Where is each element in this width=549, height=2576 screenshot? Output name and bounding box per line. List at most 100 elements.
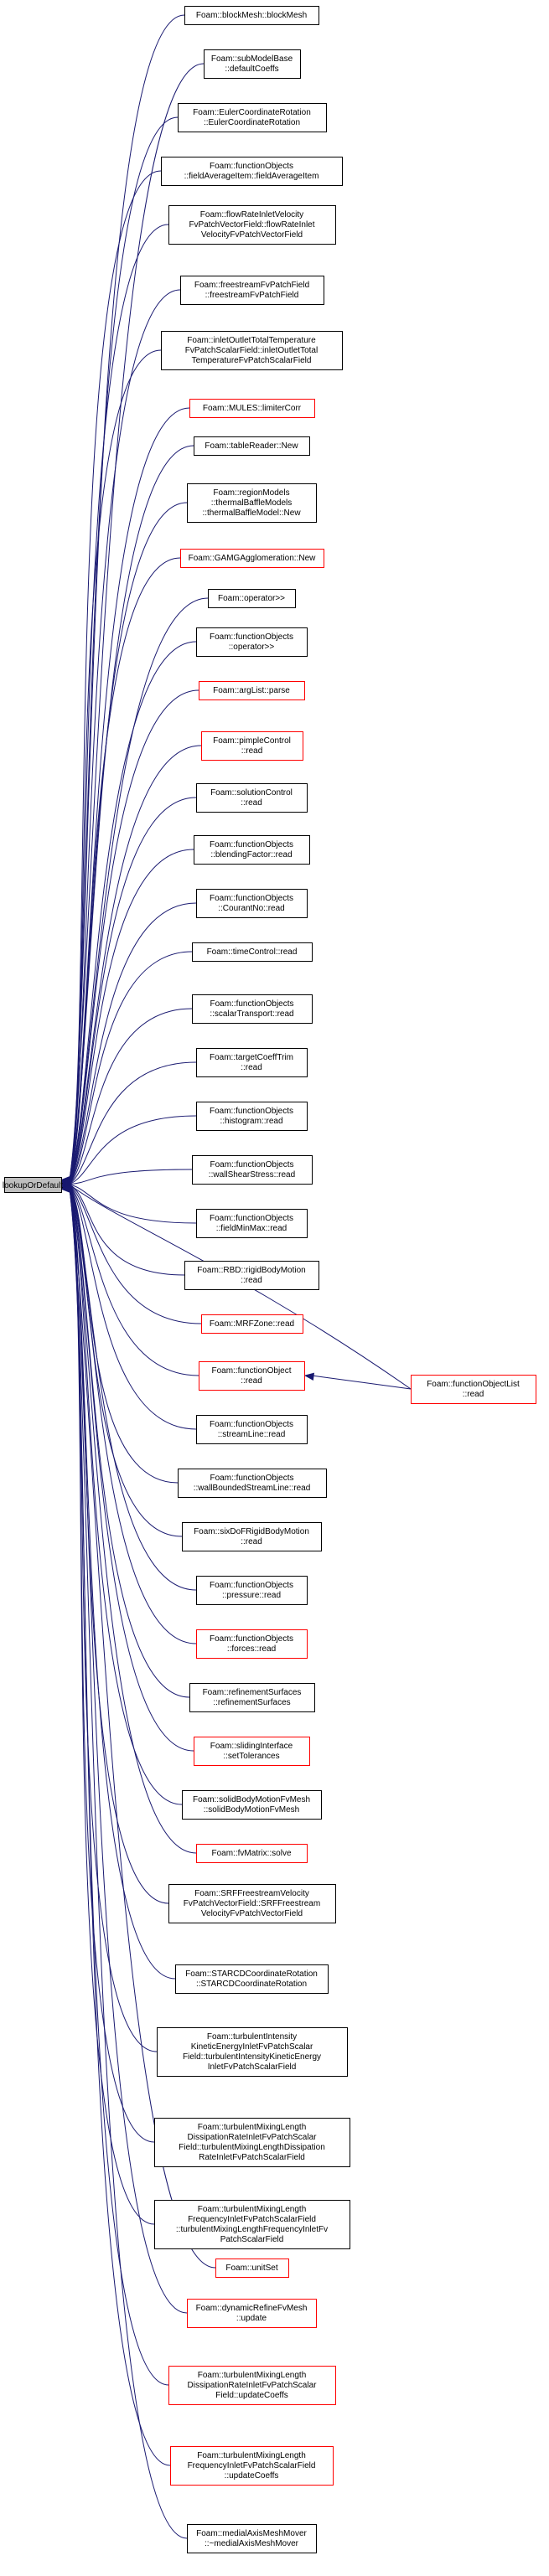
caller-node-label-line: ::read	[241, 746, 263, 756]
call-edge	[69, 1169, 193, 1185]
call-edge	[69, 1188, 216, 2269]
call-edge	[69, 1185, 197, 1430]
caller-node[interactable]: Foam::turbulentIntensityKineticEnergyInl…	[157, 2027, 348, 2077]
caller-node[interactable]: Foam::functionObjects::streamLine::read	[196, 1415, 308, 1444]
caller-node[interactable]: Foam::functionObject::read	[199, 1361, 305, 1391]
caller-node-label-line: Foam::operator>>	[218, 594, 285, 603]
caller-node-label-line: PatchScalarField	[220, 2235, 284, 2244]
caller-node[interactable]: Foam::functionObjects::scalarTransport::…	[192, 994, 313, 1024]
caller-node[interactable]: Foam::SRFFreestreamVelocityFvPatchVector…	[168, 1884, 336, 1923]
caller-node[interactable]: Foam::functionObjects::wallShearStress::…	[192, 1155, 313, 1185]
caller-node-label-line: ::wallShearStress::read	[209, 1170, 295, 1180]
caller-node-box	[178, 1469, 327, 1498]
caller-node-label-line: Foam::medialAxisMeshMover	[196, 2529, 307, 2538]
graph-nodes: lookupOrDefault Foam::blockMesh::blockMes…	[3, 6, 536, 2553]
caller-node[interactable]: Foam::functionObjects::blendingFactor::r…	[194, 835, 310, 865]
caller-node[interactable]: Foam::turbulentMixingLengthDissipationRa…	[168, 2366, 336, 2405]
caller-node[interactable]: Foam::functionObjects::operator>>	[196, 627, 308, 657]
call-edge	[69, 745, 202, 1183]
caller-node-box	[192, 994, 313, 1024]
caller-node-box	[196, 1209, 308, 1238]
caller-node[interactable]: Foam::inletOutletTotalTemperatureFvPatch…	[161, 331, 343, 370]
caller-node[interactable]: Foam::unitSet	[215, 2259, 289, 2278]
caller-node[interactable]: Foam::fvMatrix::solve	[196, 1844, 308, 1863]
caller-node[interactable]: Foam::functionObjects::forces::read	[196, 1629, 308, 1659]
caller-node-box	[196, 1576, 308, 1605]
caller-node[interactable]: Foam::functionObjects::wallBoundedStream…	[178, 1469, 327, 1498]
caller-node-label-line: ::read	[241, 1063, 262, 1072]
caller-node[interactable]: Foam::functionObjects::pressure::read	[196, 1576, 308, 1605]
caller-node[interactable]: Foam::turbulentMixingLengthDissipationRa…	[154, 2118, 350, 2167]
caller-node[interactable]: Foam::STARCDCoordinateRotation::STARCDCo…	[175, 1964, 329, 1994]
caller-node-label-line: Foam::functionObjects	[210, 1474, 293, 1483]
caller-node[interactable]: Foam::refinementSurfaces::refinementSurf…	[189, 1683, 315, 1712]
caller-node-label-line: Foam::subModelBase	[211, 54, 293, 64]
caller-node-box	[192, 942, 313, 962]
call-edge	[69, 1186, 190, 1698]
caller-node-label-line: Foam::functionObjects	[210, 1107, 293, 1116]
caller-node-label-line: Field::turbulentIntensityKineticEnergy	[183, 2052, 321, 2062]
caller-node-label-line: Foam::MULES::limiterCorr	[203, 404, 302, 413]
caller-node[interactable]: Foam::tableReader::New	[194, 436, 310, 456]
caller-node[interactable]: Foam::blockMesh::blockMesh	[184, 6, 319, 25]
caller-node[interactable]: Foam::slidingInterface::setTolerances	[194, 1737, 310, 1766]
caller-node[interactable]: Foam::timeControl::read	[192, 942, 313, 962]
caller-node[interactable]: Foam::RBD::rigidBodyMotion::read	[184, 1261, 319, 1290]
caller-node-label-line: ::CourantNo::read	[218, 904, 285, 913]
caller-node[interactable]: Foam::turbulentMixingLengthFrequencyInle…	[170, 2446, 334, 2486]
caller-node-box	[215, 2259, 289, 2278]
caller-node-label-line: Foam::functionObjects	[210, 162, 293, 171]
caller-node[interactable]: Foam::EulerCoordinateRotation::EulerCoor…	[178, 103, 327, 132]
caller-node[interactable]: Foam::targetCoeffTrim::read	[196, 1048, 308, 1077]
caller-node-label-line: Foam::turbulentMixingLength	[198, 2205, 307, 2214]
caller-node-label-line: Foam::SRFFreestreamVelocity	[194, 1889, 309, 1898]
caller-node[interactable]: Foam::functionObjects::fieldMinMax::read	[196, 1209, 308, 1238]
caller-node-label-line: Foam::functionObjects	[210, 1581, 293, 1590]
caller-node-box	[196, 1102, 308, 1131]
caller-node-box	[154, 2118, 350, 2167]
caller-node-label-line: ::STARCDCoordinateRotation	[196, 1980, 307, 1989]
call-edge	[69, 797, 197, 1184]
caller-node[interactable]: Foam::medialAxisMeshMover::~medialAxisMe…	[187, 2524, 317, 2553]
caller-node-box	[184, 1261, 319, 1290]
caller-node-label-line: Foam::MRFZone::read	[210, 1319, 294, 1329]
caller-node-label-line: ::refinementSurfaces	[213, 1698, 290, 1707]
caller-node[interactable]: Foam::subModelBase::defaultCoeffs	[204, 49, 301, 79]
caller-node[interactable]: Foam::freestreamFvPatchField::freestream…	[180, 276, 324, 305]
caller-node[interactable]: Foam::argList::parse	[199, 681, 305, 700]
caller-node-label-line: Foam::functionObjects	[210, 840, 293, 849]
caller-node[interactable]: Foam::functionObjects::CourantNo::read	[196, 889, 308, 918]
caller-node-box	[194, 436, 310, 456]
root-node-lookupOrDefault[interactable]: lookupOrDefault	[3, 1177, 63, 1193]
call-edge	[69, 1061, 197, 1185]
call-edge	[69, 1184, 412, 1390]
caller-node-box	[199, 1361, 305, 1391]
caller-node[interactable]: Foam::flowRateInletVelocityFvPatchVector…	[168, 205, 336, 245]
caller-node[interactable]: Foam::solidBodyMotionFvMesh::solidBodyMo…	[182, 1790, 322, 1820]
caller-node[interactable]: Foam::sixDoFRigidBodyMotion::read	[182, 1522, 322, 1551]
caller-node-box	[170, 2446, 334, 2486]
caller-node[interactable]: Foam::MULES::limiterCorr	[189, 399, 315, 418]
caller-node-label-line: Foam::pimpleControl	[213, 736, 291, 746]
caller-node-box	[168, 205, 336, 245]
caller-node-label-line: Foam::slidingInterface	[210, 1742, 293, 1751]
caller-node[interactable]: Foam::solutionControl::read	[196, 783, 308, 813]
secondary-node-functionObjectList-read[interactable]: Foam::functionObjectList::read	[411, 1375, 536, 1404]
caller-node[interactable]: Foam::GAMGAgglomeration::New	[180, 549, 324, 568]
caller-node[interactable]: Foam::MRFZone::read	[201, 1314, 303, 1334]
caller-node-label-line: Foam::flowRateInletVelocity	[200, 210, 303, 219]
caller-node[interactable]: Foam::functionObjects::fieldAverageItem:…	[161, 157, 343, 186]
call-edge	[69, 1185, 202, 1324]
caller-node-label-line: Foam::refinementSurfaces	[203, 1688, 302, 1697]
caller-node[interactable]: Foam::pimpleControl::read	[201, 731, 303, 761]
caller-node-box	[161, 331, 343, 370]
caller-node-box	[208, 589, 296, 608]
caller-node[interactable]: Foam::dynamicRefineFvMesh::update	[187, 2299, 317, 2328]
caller-node[interactable]: Foam::regionModels::thermalBaffleModels:…	[187, 483, 317, 523]
caller-node-box	[199, 681, 305, 700]
caller-node-box	[189, 1683, 315, 1712]
caller-node[interactable]: Foam::turbulentMixingLengthFrequencyInle…	[154, 2200, 350, 2249]
caller-node[interactable]: Foam::functionObjects::histogram::read	[196, 1102, 308, 1131]
caller-node[interactable]: Foam::operator>>	[208, 589, 296, 608]
